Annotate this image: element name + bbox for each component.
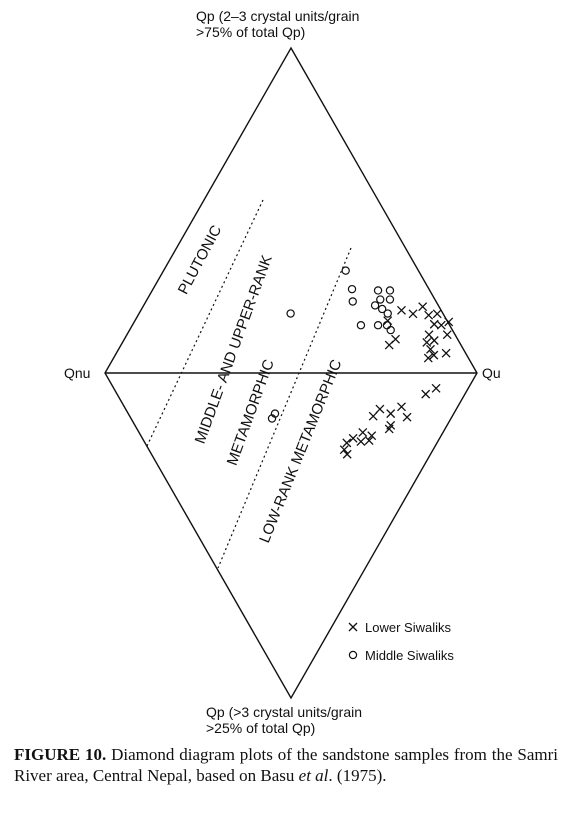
point-lower-siwaliks: [432, 309, 442, 319]
point-lower-siwaliks: [429, 336, 439, 345]
point-middle-siwaliks: [382, 321, 392, 330]
legend-label-lower-siwaliks: Lower Siwaliks: [365, 620, 451, 635]
vertex-label-bottom-line2: >25% of total Qp): [206, 720, 316, 736]
caption-label: FIGURE 10.: [14, 745, 107, 764]
point-lower-siwaliks: [397, 305, 406, 315]
point-middle-siwaliks: [386, 325, 395, 335]
vertex-side-labels: Qnu Qu: [64, 365, 501, 381]
point-lower-siwaliks: [397, 402, 406, 412]
point-lower-siwaliks: [342, 438, 352, 448]
vertex-label-left: Qnu: [64, 365, 90, 381]
point-lower-siwaliks: [436, 320, 446, 330]
point-lower-siwaliks: [408, 309, 418, 319]
vertex-label-bottom-line1: Qp (>3 crystal units/grain: [206, 704, 363, 720]
point-middle-siwaliks: [385, 286, 395, 295]
point-lower-siwaliks: [342, 449, 352, 459]
legend-marker-circle: [348, 650, 358, 660]
vertex-label-top-line1: Qp (2–3 crystal units/grain: [196, 8, 360, 24]
point-middle-siwaliks: [376, 295, 385, 304]
point-lower-siwaliks: [375, 404, 385, 414]
point-lower-siwaliks: [358, 428, 368, 437]
point-lower-siwaliks: [402, 412, 412, 422]
point-lower-siwaliks: [348, 433, 358, 443]
diamond-diagram: PLUTONIC MIDDLE- AND UPPER-RANK METAMORP…: [64, 46, 501, 700]
point-lower-siwaliks: [423, 353, 433, 363]
point-middle-siwaliks: [373, 321, 383, 330]
point-middle-siwaliks: [370, 301, 380, 310]
point-middle-siwaliks: [385, 295, 395, 304]
point-middle-siwaliks: [383, 309, 392, 318]
point-lower-siwaliks: [367, 431, 377, 441]
point-lower-siwaliks: [391, 334, 400, 344]
point-middle-siwaliks: [373, 286, 383, 295]
point-lower-siwaliks: [418, 302, 428, 312]
point-lower-siwaliks: [421, 389, 431, 399]
point-middle-siwaliks: [356, 321, 366, 330]
point-lower-siwaliks: [339, 445, 349, 455]
point-lower-siwaliks: [441, 348, 451, 358]
legend-item-middle-siwaliks: Middle Siwaliks: [348, 648, 454, 663]
field-label-plutonic: PLUTONIC: [175, 222, 226, 297]
point-lower-siwaliks: [429, 350, 439, 360]
caption-text-end: . (1975).: [328, 766, 387, 785]
point-lower-siwaliks: [384, 424, 394, 434]
vertex-label-right: Qu: [482, 365, 501, 381]
legend: Lower Siwaliks Middle Siwaliks: [348, 620, 454, 663]
legend-circle-icon: [348, 650, 358, 660]
point-lower-siwaliks: [444, 317, 454, 327]
diamond-frame: [104, 46, 478, 700]
caption-text: Diamond diagram plots of the sandstone s…: [14, 745, 558, 785]
vertex-label-top-line2: >75% of total Qp): [196, 24, 306, 40]
point-lower-siwaliks: [424, 310, 434, 320]
caption-italic: et al: [298, 766, 329, 785]
point-lower-siwaliks: [429, 319, 439, 329]
point-middle-siwaliks: [267, 414, 277, 423]
data-points: [267, 266, 454, 459]
boundary-line-plutonic: [146, 199, 264, 447]
point-middle-siwaliks: [347, 284, 357, 294]
legend-item-lower-siwaliks: Lower Siwaliks: [348, 620, 451, 635]
point-lower-siwaliks: [356, 437, 366, 447]
point-middle-siwaliks: [377, 304, 387, 314]
legend-label-middle-siwaliks: Middle Siwaliks: [365, 648, 454, 663]
diamond-outline: [104, 46, 478, 700]
point-lower-siwaliks: [386, 409, 396, 419]
field-boundaries: [146, 199, 352, 569]
point-lower-siwaliks: [426, 344, 435, 354]
figure-caption: FIGURE 10. Diamond diagram plots of the …: [14, 744, 558, 786]
vertex-label-bottom: Qp (>3 crystal units/grain >25% of total…: [206, 704, 362, 736]
legend-cross-icon: [348, 622, 358, 632]
boundary-line-low-rank: [217, 247, 352, 569]
point-middle-siwaliks: [348, 297, 357, 306]
point-middle-siwaliks: [341, 266, 350, 275]
point-lower-siwaliks: [364, 436, 374, 446]
point-lower-siwaliks: [442, 330, 452, 340]
field-label-middle-upper-line1: MIDDLE- AND UPPER-RANK: [192, 253, 276, 446]
vertex-label-top: Qp (2–3 crystal units/grain >75% of tota…: [196, 8, 359, 40]
field-labels: PLUTONIC MIDDLE- AND UPPER-RANK METAMORP…: [175, 222, 346, 545]
point-lower-siwaliks: [431, 383, 441, 393]
point-middle-siwaliks: [286, 309, 295, 318]
legend-marker-cross: [348, 622, 358, 632]
point-lower-siwaliks: [368, 411, 378, 421]
point-lower-siwaliks: [422, 337, 432, 347]
